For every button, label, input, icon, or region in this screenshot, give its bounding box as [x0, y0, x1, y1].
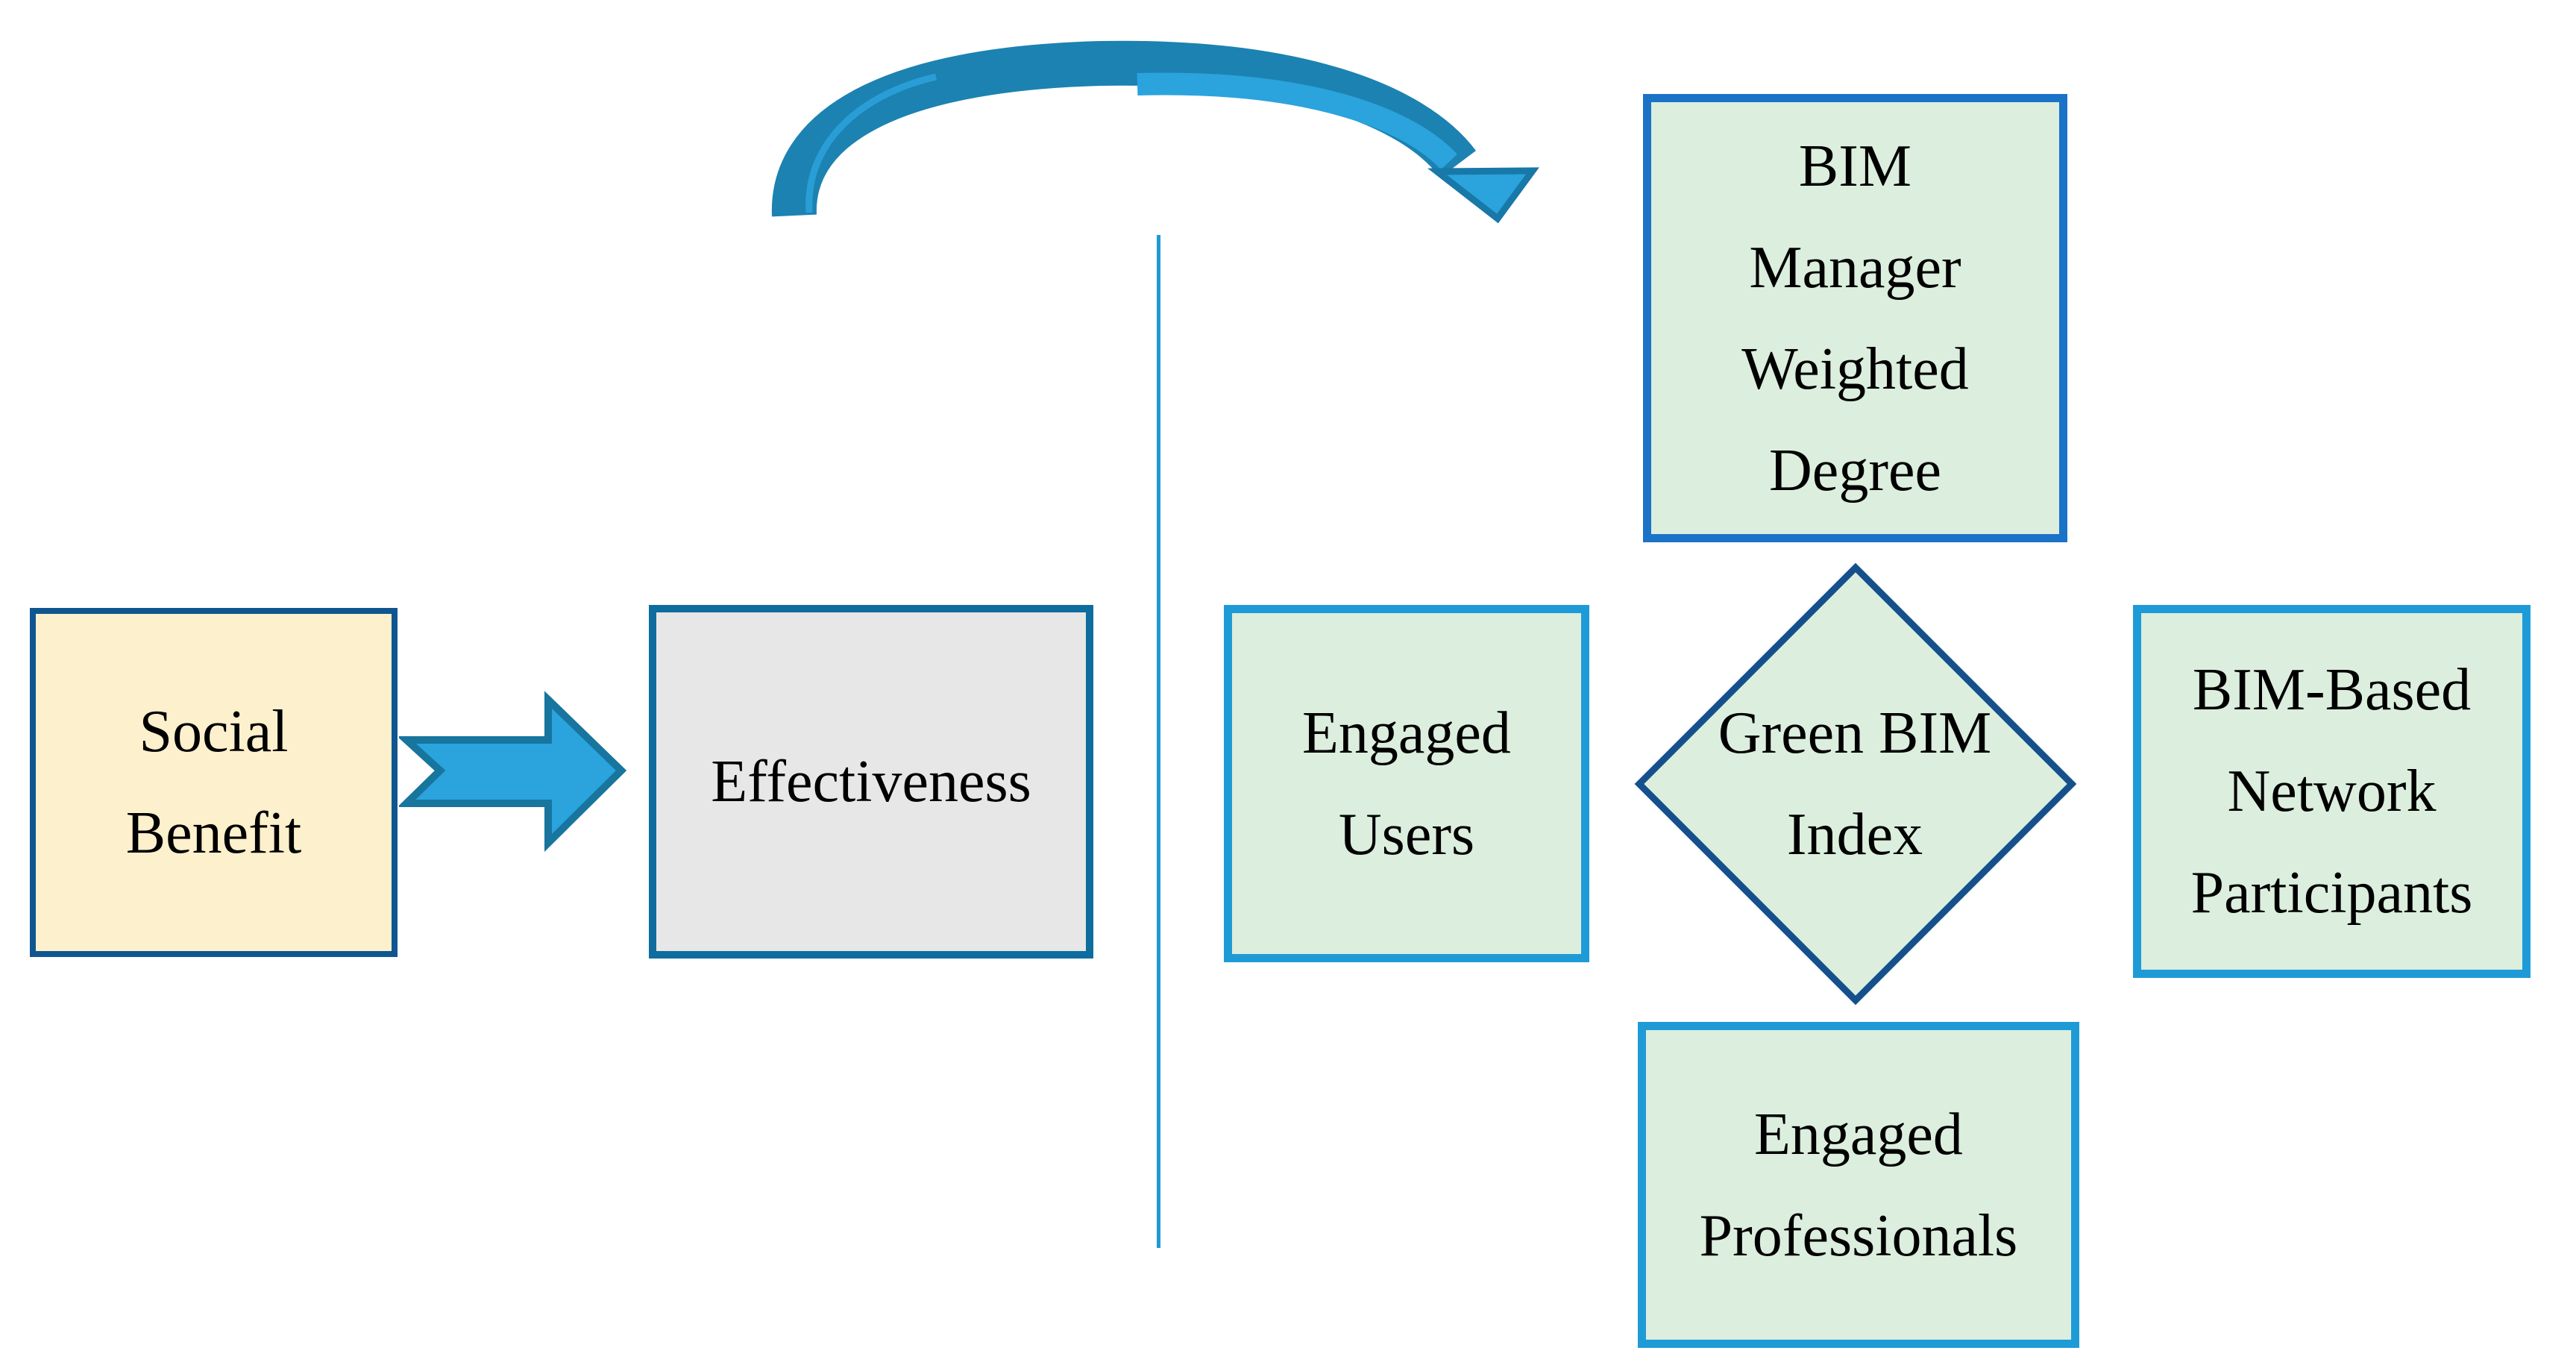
curved-arrow-band: [771, 40, 1476, 217]
right-arrow-icon: [399, 691, 627, 852]
diamond-shape: [1634, 562, 2077, 1005]
node-bim-based-network-participants: BIM-Based Network Participants: [2133, 605, 2531, 978]
divider-line: [1157, 235, 1160, 1248]
node-line: Degree: [1769, 437, 1941, 503]
node-line: Users: [1338, 801, 1475, 868]
node-bim-manager-weighted-degree: BIM Manager Weighted Degree: [1643, 94, 2067, 542]
node-line: BIM-Based: [2192, 657, 2472, 723]
node-social-benefit: Social Benefit: [30, 608, 398, 957]
node-line: Professionals: [1699, 1202, 2018, 1269]
node-line: Benefit: [125, 800, 302, 866]
node-line: Index: [1786, 802, 1923, 868]
node-green-bim-index: Green BIM Index: [1668, 672, 2041, 896]
node-line: Engaged: [1754, 1101, 1963, 1167]
curved-arrow-head: [1427, 167, 1539, 224]
node-engaged-professionals: Engaged Professionals: [1638, 1022, 2079, 1348]
node-effectiveness: Effectiveness: [649, 605, 1093, 959]
curved-arrow-icon: [771, 40, 1539, 224]
curved-arrow-inner-edge: [805, 73, 937, 213]
node-line: Green BIM: [1718, 700, 1992, 766]
node-line: Effectiveness: [711, 749, 1031, 815]
diamond-outline: [1634, 562, 2077, 1005]
right-arrow-shape: [399, 691, 627, 852]
node-line: Social: [139, 699, 289, 765]
node-engaged-users: Engaged Users: [1224, 605, 1589, 962]
node-line: BIM: [1798, 133, 1912, 199]
node-line: Network: [2227, 759, 2437, 824]
node-line: Manager: [1749, 234, 1961, 301]
curved-arrow-highlight: [1137, 72, 1457, 170]
node-line: Engaged: [1302, 700, 1511, 766]
node-line: Participants: [2190, 860, 2473, 926]
node-line: Weighted: [1741, 336, 1969, 402]
